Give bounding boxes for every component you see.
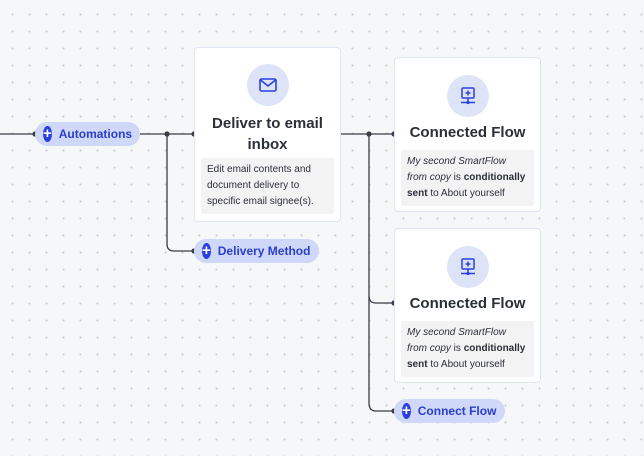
description-connector: is <box>450 343 464 354</box>
connector-line <box>368 296 394 412</box>
connected-flow-description: My second SmartFlow from copy is conditi… <box>401 321 534 377</box>
deliver-email-card[interactable]: Deliver to email inbox Edit email conten… <box>194 47 341 222</box>
connected-flow-card[interactable]: Connected Flow My second SmartFlow from … <box>394 57 541 212</box>
connected-flow-icon <box>461 258 475 276</box>
connect-flow-button[interactable]: + Connect Flow <box>394 399 505 423</box>
mail-icon <box>259 78 277 92</box>
mail-icon-badge <box>247 64 289 106</box>
plus-icon: + <box>43 125 52 142</box>
connector-node <box>366 131 372 137</box>
connected-flow-card[interactable]: Connected Flow My second SmartFlow from … <box>394 228 541 383</box>
plus-icon: + <box>402 402 411 419</box>
condition-text: conditionally sent <box>407 172 526 199</box>
flow-name-text: My second SmartFlow from copy <box>407 156 506 183</box>
connected-flow-description: My second SmartFlow from copy is conditi… <box>401 150 534 206</box>
description-suffix: to About yourself <box>427 359 505 370</box>
connected-flow-icon-badge <box>447 246 489 288</box>
automations-label: Automations <box>58 127 133 141</box>
delivery-method-button[interactable]: + Delivery Method <box>194 239 319 263</box>
deliver-card-title: Deliver to email inbox <box>212 115 323 153</box>
condition-text: conditionally sent <box>407 343 526 370</box>
connected-flow-icon-badge <box>447 75 489 117</box>
connected-flow-icon <box>461 87 475 105</box>
connector-node <box>164 131 170 137</box>
flow-name-text: My second SmartFlow from copy <box>407 327 506 354</box>
connector-line <box>166 134 194 252</box>
connector-line <box>368 134 394 304</box>
delivery-method-label: Delivery Method <box>217 244 311 258</box>
description-connector: is <box>450 172 464 183</box>
connect-flow-label: Connect Flow <box>417 404 497 418</box>
description-suffix: to About yourself <box>427 188 505 199</box>
connected-flow-title: Connected Flow <box>409 124 526 141</box>
automations-button[interactable]: + Automations <box>35 122 140 146</box>
deliver-card-description: Edit email contents and document deliver… <box>201 158 334 214</box>
plus-icon: + <box>202 242 211 259</box>
connected-flow-title: Connected Flow <box>409 295 526 312</box>
